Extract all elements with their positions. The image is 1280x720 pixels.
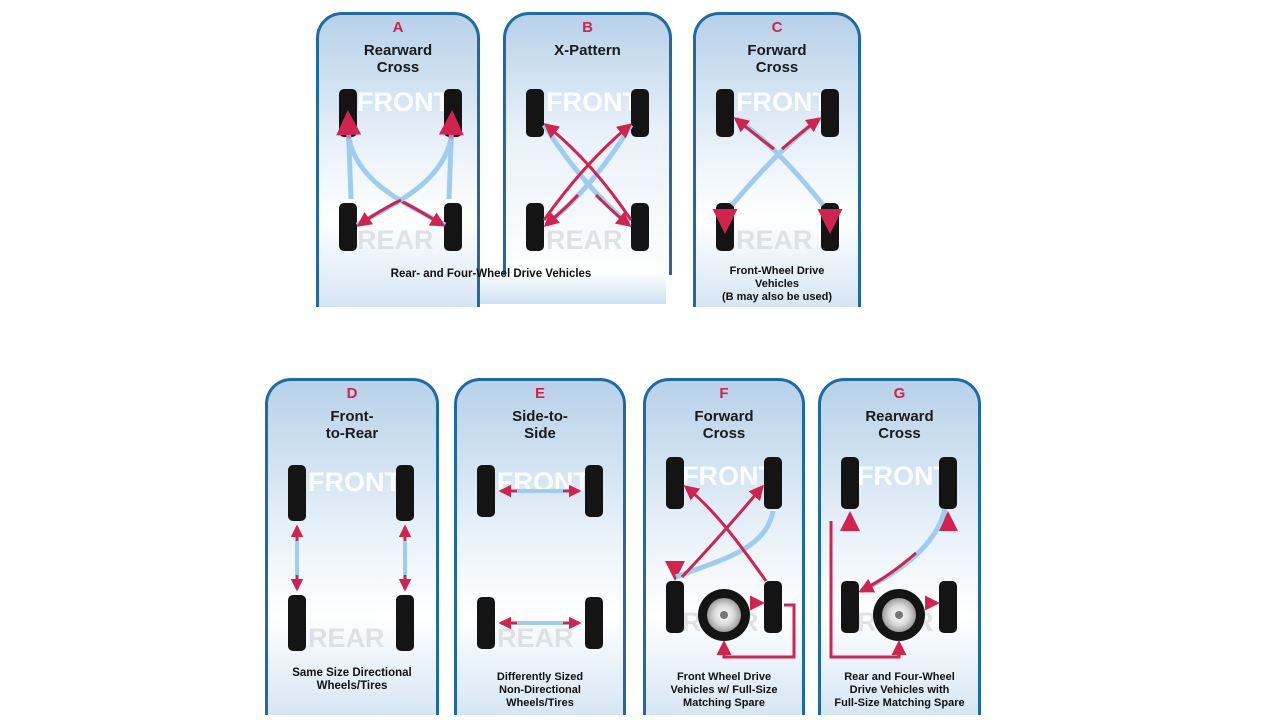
panel-caption: Front-Wheel Drive Vehicles (B may also b… bbox=[721, 265, 833, 303]
panel-letter: C bbox=[771, 19, 783, 36]
tire-front-left bbox=[477, 465, 495, 517]
rotation-diagram: FRONT REAR bbox=[526, 87, 649, 255]
panel-title: Front- to-Rear bbox=[325, 408, 379, 442]
panel-letter: D bbox=[346, 385, 358, 402]
tire-rear-left bbox=[339, 203, 357, 251]
arrow-fl-to-spare bbox=[829, 521, 907, 659]
panel-title: Forward Cross bbox=[694, 408, 754, 442]
panel-b-x-pattern: B X-Pattern FRONT REAR bbox=[503, 12, 672, 275]
rear-watermark: REAR bbox=[546, 225, 623, 255]
panel-f-forward-cross-spare: F Forward Cross FRONT REAR Front Wheel D… bbox=[643, 378, 805, 715]
panel-letter: F bbox=[719, 385, 729, 402]
front-watermark: FRONT bbox=[857, 461, 950, 491]
rear-watermark: REAR bbox=[736, 225, 813, 255]
tire-front-right bbox=[631, 89, 649, 137]
arrow-rr-to-fr bbox=[438, 110, 464, 200]
tire-rear-right bbox=[764, 581, 782, 633]
front-watermark: FRONT bbox=[308, 467, 401, 497]
arrow-rr-to-fl bbox=[683, 485, 768, 582]
panel-title: Forward Cross bbox=[747, 42, 807, 76]
tire-front-left bbox=[288, 465, 306, 521]
panel-letter: E bbox=[534, 385, 545, 402]
panel-letter: B bbox=[582, 19, 593, 36]
rotation-diagram: FRONT REAR bbox=[712, 87, 843, 255]
panel-caption: Front Wheel Drive Vehicles w/ Full-Size … bbox=[670, 671, 778, 709]
panel-letter: A bbox=[392, 19, 404, 36]
tire-rear-left bbox=[841, 581, 859, 633]
arrow-fr-to-rl bbox=[858, 551, 917, 593]
arrow-fl-to-rr-tail bbox=[541, 123, 632, 227]
front-watermark: FRONT bbox=[736, 87, 829, 117]
arrow-rr-to-spare bbox=[716, 603, 796, 659]
arrow-fr-to-rl bbox=[356, 198, 402, 227]
tire-rear-right bbox=[631, 203, 649, 251]
tire-rear-left bbox=[477, 597, 495, 649]
front-watermark: FRONT bbox=[682, 461, 775, 491]
arrow-rl-to-fr bbox=[542, 123, 633, 221]
arrow-rl-to-fr bbox=[680, 484, 764, 579]
panel-a-rearward-cross: A Rearward Cross FRONT REAR bbox=[316, 12, 480, 307]
tire-rear-left bbox=[526, 203, 544, 251]
front-watermark: FRONT bbox=[546, 87, 639, 117]
panel-letter: G bbox=[893, 385, 906, 402]
panel-title: Rearward Cross bbox=[865, 408, 934, 442]
tire-front-right bbox=[939, 457, 957, 509]
panel-title: Rearward Cross bbox=[363, 42, 433, 76]
panel-g-rearward-cross-spare: G Rearward Cross FRONT REAR Rear and Fou… bbox=[818, 378, 981, 715]
rotation-diagram: FRONT REAR bbox=[477, 465, 603, 653]
arrow-fr-to-rl-tail bbox=[675, 510, 776, 580]
arrow-rl-to-fr-tail bbox=[730, 116, 822, 207]
panel-caption: Rear and Four-Wheel Drive Vehicles with … bbox=[834, 671, 965, 709]
spare-hub bbox=[895, 611, 903, 619]
tire-rear-right bbox=[396, 595, 414, 651]
arrow-fl-to-rr bbox=[594, 193, 632, 227]
arrow-rr-to-fl bbox=[543, 123, 633, 221]
panel-e-side-to-side: E Side-to- Side FRONT REAR Differently S… bbox=[454, 378, 626, 715]
tire-front-left bbox=[526, 89, 544, 137]
panel-caption: Same Size Directional Wheels/Tires bbox=[292, 667, 412, 692]
tire-front-right bbox=[396, 465, 414, 521]
rear-watermark: REAR bbox=[357, 225, 434, 255]
panel-d-front-to-rear: D Front- to-Rear FRONT REAR Same Size Di… bbox=[265, 378, 439, 715]
arrow-fr-to-rl-tail bbox=[355, 138, 454, 228]
tire-front-left bbox=[716, 89, 734, 137]
arrow-rl-to-fr bbox=[781, 117, 822, 151]
rotation-diagram: FRONT REAR bbox=[829, 457, 958, 659]
panel-title: Side-to- Side bbox=[512, 408, 568, 442]
tire-front-right bbox=[764, 457, 782, 509]
rotation-diagram: FRONT REAR bbox=[665, 457, 796, 659]
rotation-diagram: FRONT REAR bbox=[288, 465, 414, 653]
tire-rear-left bbox=[666, 581, 684, 633]
arrow-fl-to-rr bbox=[398, 198, 446, 227]
tire-front-left bbox=[841, 457, 859, 509]
tire-rear-right bbox=[585, 597, 603, 649]
panel-caption: Differently Sized Non-Directional Wheels… bbox=[496, 671, 584, 709]
rear-watermark: REAR bbox=[308, 623, 385, 653]
tire-front-right bbox=[585, 465, 603, 517]
panel-title: X-Pattern bbox=[554, 42, 621, 59]
caption-rear-and-four-wheel-drive: Rear- and Four-Wheel Drive Vehicles bbox=[390, 268, 592, 280]
rear-watermark: REAR bbox=[497, 623, 574, 653]
arrow-fl-to-rr-tail bbox=[346, 138, 447, 228]
arrow-rr-to-fl-tail bbox=[734, 116, 825, 207]
arrow-fr-to-rl-tail bbox=[859, 508, 948, 594]
tire-front-left bbox=[666, 457, 684, 509]
tire-rear-left bbox=[288, 595, 306, 651]
spare-hub bbox=[720, 611, 728, 619]
arrow-rr-to-fl bbox=[733, 117, 775, 151]
panel-c-forward-cross: C Forward Cross FRONT REAR Front-Wheel D… bbox=[693, 12, 861, 307]
tire-front-right bbox=[821, 89, 839, 137]
tire-rear-right bbox=[444, 203, 462, 251]
tire-rear-right bbox=[939, 581, 957, 633]
arrow-fr-to-rl bbox=[543, 193, 580, 227]
front-watermark: FRONT bbox=[357, 87, 450, 117]
rotation-diagram: FRONT REAR bbox=[336, 87, 464, 255]
arrow-rl-to-fl bbox=[336, 110, 362, 200]
arrow-fr-to-rl-tail bbox=[544, 123, 634, 227]
